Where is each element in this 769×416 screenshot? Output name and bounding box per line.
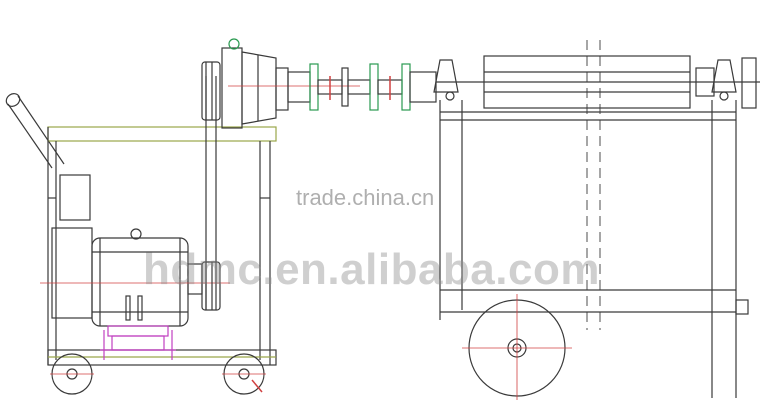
- motor-base: [100, 325, 176, 360]
- belt-drive: [201, 61, 221, 311]
- left-cart-wheel-front: [50, 353, 94, 395]
- stand-frame: [439, 100, 749, 398]
- cart-frame: [47, 126, 277, 366]
- drive-shaft: [287, 63, 437, 111]
- stand-wheel: [462, 294, 572, 400]
- roller-stand: [433, 40, 760, 400]
- gearbox: [221, 38, 360, 129]
- left-cart-wheel-rear: [222, 353, 266, 395]
- cart-handle: [5, 93, 65, 169]
- electric-motor: [40, 174, 230, 327]
- left-cart: [5, 93, 277, 395]
